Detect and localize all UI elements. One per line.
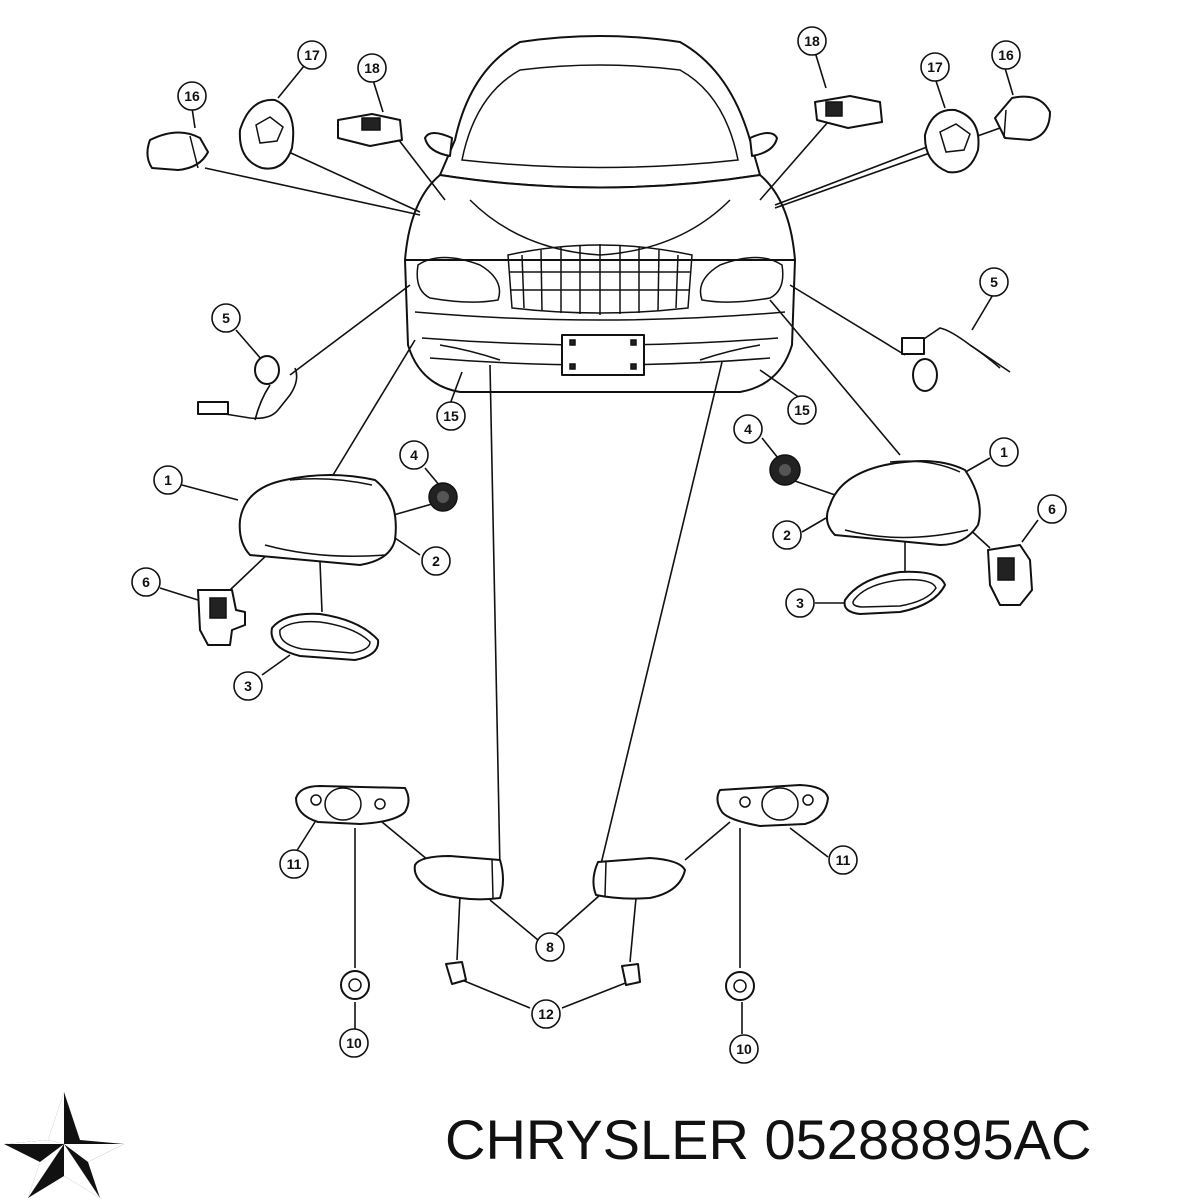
fog-lamp-bezel-right <box>716 784 829 827</box>
svg-text:1: 1 <box>164 472 172 488</box>
svg-text:16: 16 <box>998 47 1014 63</box>
vehicle-front-view <box>404 35 796 393</box>
callout-11-right: 11 <box>828 845 858 875</box>
headlamp-socket-right <box>987 544 1033 606</box>
callout-5-left: 5 <box>211 303 241 333</box>
parts <box>146 95 1051 1001</box>
callout-15-right: 15 <box>787 395 817 425</box>
callout-16-right: 16 <box>991 40 1021 70</box>
fog-lamp-bulb-left <box>445 961 467 985</box>
leader-lines <box>159 51 1039 1034</box>
callout-3-right: 3 <box>785 588 815 618</box>
callout-1-right: 1 <box>989 437 1019 467</box>
svg-text:6: 6 <box>142 574 150 590</box>
callout-10-left: 10 <box>339 1028 369 1058</box>
svg-text:5: 5 <box>222 310 230 326</box>
callout-11-left: 11 <box>279 849 309 879</box>
headlamp-seal-right <box>843 570 946 615</box>
side-marker-lamp-right <box>994 95 1051 141</box>
svg-text:3: 3 <box>244 678 252 694</box>
callout-2-left: 2 <box>421 546 451 576</box>
svg-text:16: 16 <box>184 88 200 104</box>
callout-16-left: 16 <box>177 81 207 111</box>
callout-4-right: 4 <box>733 414 763 444</box>
svg-text:12: 12 <box>538 1006 554 1022</box>
headlamp-left <box>238 474 397 566</box>
svg-text:18: 18 <box>804 33 820 49</box>
svg-text:11: 11 <box>287 856 302 872</box>
headlamp-bulb-cap-right <box>769 454 801 486</box>
callout-17-right: 17 <box>920 52 950 82</box>
svg-text:1: 1 <box>1000 444 1008 460</box>
svg-text:5: 5 <box>990 274 998 290</box>
callout-labels: 16 17 18 18 17 16 5 5 15 15 4 4 1 1 2 2 … <box>131 26 1067 1064</box>
callout-10-right: 10 <box>729 1034 759 1064</box>
svg-text:15: 15 <box>443 408 459 424</box>
callout-12: 12 <box>531 999 561 1029</box>
svg-text:3: 3 <box>796 595 804 611</box>
fog-lamp-bulb-right <box>621 963 641 986</box>
callout-1-left: 1 <box>153 465 183 495</box>
headlamp-socket-left <box>197 589 246 646</box>
svg-text:11: 11 <box>836 852 851 868</box>
svg-text:2: 2 <box>432 553 440 569</box>
svg-text:2: 2 <box>783 527 791 543</box>
callout-6-right: 6 <box>1037 494 1067 524</box>
callout-15-left: 15 <box>436 401 466 431</box>
callout-3-left: 3 <box>233 671 263 701</box>
callout-2-right: 2 <box>772 520 802 550</box>
svg-text:8: 8 <box>546 939 554 955</box>
pentastar-logo-icon <box>4 1092 124 1198</box>
fog-lamp-left <box>413 855 504 901</box>
side-marker-lamp-left <box>146 131 209 171</box>
callout-18-right: 18 <box>797 26 827 56</box>
headlamp-seal-left <box>270 612 380 661</box>
lamp-socket-left <box>337 113 403 147</box>
callout-6-left: 6 <box>131 567 161 597</box>
svg-text:6: 6 <box>1048 501 1056 517</box>
callout-5-right: 5 <box>979 267 1009 297</box>
svg-text:15: 15 <box>794 402 810 418</box>
fog-lamp-bezel-left <box>295 785 410 825</box>
svg-text:4: 4 <box>744 421 752 437</box>
svg-text:4: 4 <box>410 447 418 463</box>
callout-4-left: 4 <box>399 440 429 470</box>
svg-text:10: 10 <box>346 1035 362 1051</box>
part-number: 05288895AC <box>764 1108 1092 1171</box>
headlamp-bulb-cap-left <box>428 482 458 512</box>
lamp-gasket-left <box>238 98 295 170</box>
svg-text:17: 17 <box>927 59 943 75</box>
nut-right <box>725 971 755 1001</box>
wiring-harness-right <box>901 327 1011 392</box>
svg-text:17: 17 <box>304 47 320 63</box>
wiring-harness-left <box>197 355 298 421</box>
headlamp-right <box>825 460 981 546</box>
brand-part-number-caption: CHRYSLER 05288895AC <box>445 1100 1195 1180</box>
fog-lamp-right <box>592 857 686 900</box>
callout-8: 8 <box>535 932 565 962</box>
callout-18-left: 18 <box>357 53 387 83</box>
nut-left <box>340 970 370 1000</box>
svg-text:10: 10 <box>736 1041 752 1057</box>
callout-17-left: 17 <box>297 40 327 70</box>
brand-name: CHRYSLER <box>445 1108 749 1171</box>
lamp-gasket-right <box>923 108 980 174</box>
lamp-socket-right <box>814 95 883 129</box>
svg-text:18: 18 <box>364 60 380 76</box>
